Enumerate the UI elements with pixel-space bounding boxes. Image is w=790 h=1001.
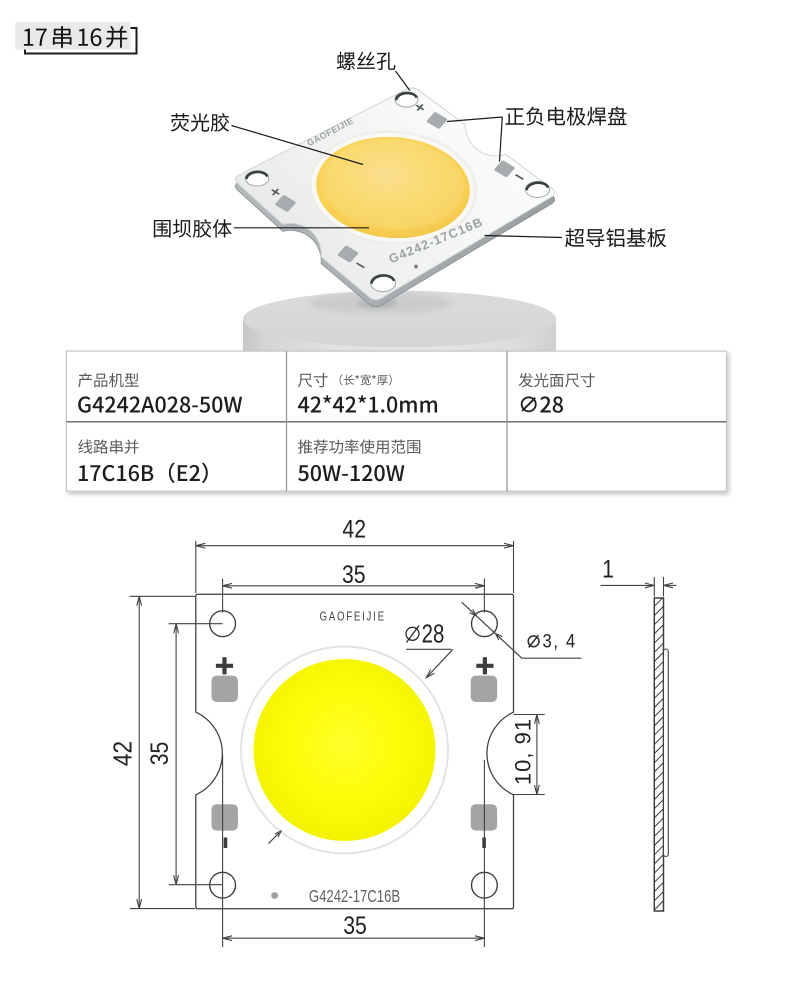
svg-text:42: 42	[109, 741, 138, 766]
svg-text:1: 1	[602, 555, 614, 583]
svg-text:35: 35	[343, 911, 367, 939]
svg-text:35: 35	[342, 561, 366, 589]
svg-text:35: 35	[145, 742, 173, 766]
svg-text:GAOFEIJIE: GAOFEIJIE	[320, 610, 386, 623]
svg-text:3, 4: 3, 4	[543, 630, 577, 652]
svg-text:10, 91: 10, 91	[511, 718, 536, 785]
svg-text:G4242-17C16B: G4242-17C16B	[309, 887, 400, 906]
svg-text:42: 42	[342, 515, 366, 543]
svg-text:28: 28	[422, 619, 445, 648]
